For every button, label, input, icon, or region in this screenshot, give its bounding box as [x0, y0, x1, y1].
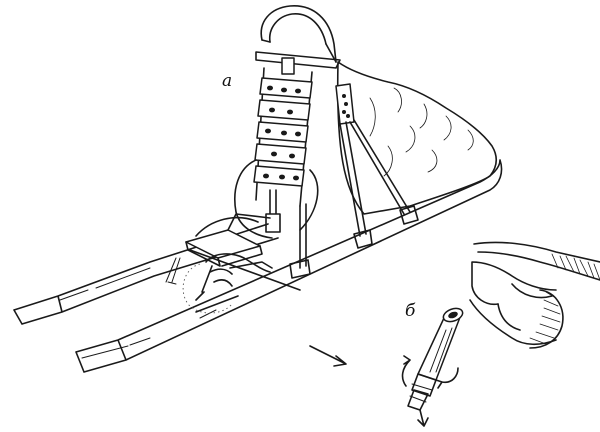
rotation-arrow-left	[401, 355, 411, 387]
detail-hand-lower	[469, 283, 557, 346]
detail-hand-upper	[471, 241, 600, 306]
rotation-arrow-right	[435, 367, 459, 389]
seat-back-straps	[253, 67, 313, 207]
left-ski	[13, 223, 279, 325]
handle-arch	[260, 5, 337, 63]
center-post	[265, 189, 281, 233]
joint-detail	[309, 241, 600, 427]
down-arrow	[417, 409, 429, 427]
fur-cushion	[336, 61, 498, 215]
operator-hand	[195, 253, 271, 301]
figure-label-b: б	[405, 301, 416, 321]
direction-arrow	[309, 345, 347, 367]
sledge-with-seat	[13, 5, 503, 373]
figure-label-a: а	[222, 71, 233, 91]
right-ski	[75, 159, 503, 373]
